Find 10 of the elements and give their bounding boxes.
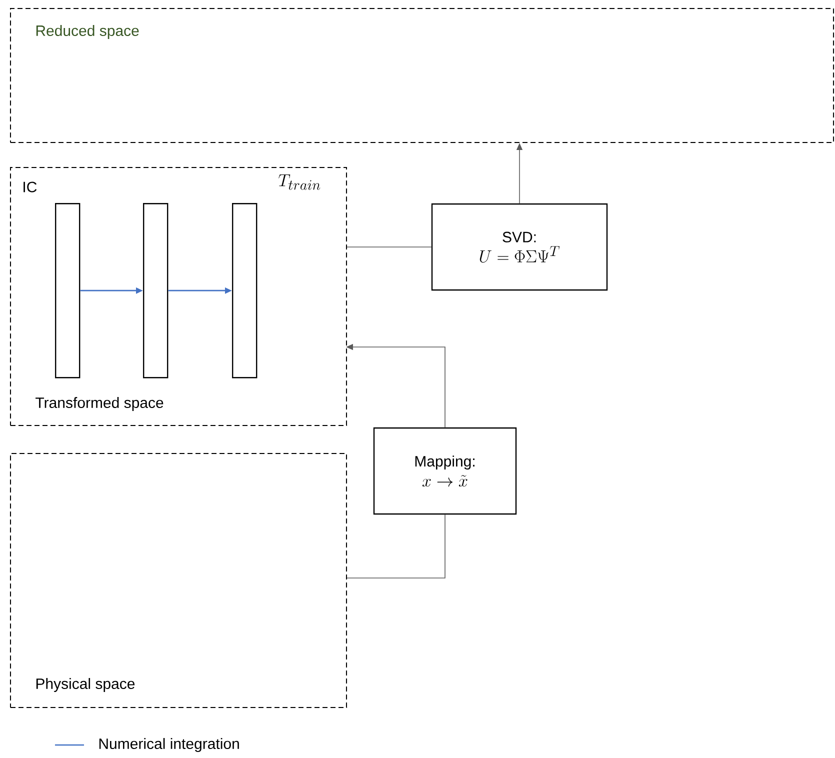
bar-label: $T_{train}$: [278, 174, 320, 190]
space-box: Reduced space: [10, 8, 834, 143]
bar: [55, 203, 80, 378]
bar: [143, 203, 168, 378]
bar-label: IC: [24, 182, 37, 192]
process-box: Mapping: $x \rightarrow \tilde{x}$: [373, 427, 517, 515]
space-box: Physical space: [10, 453, 347, 708]
process-box: SVD: $U = \Phi\Sigma\Psi^{T}$: [431, 203, 608, 291]
legend-text: Numerical integration: [99, 738, 239, 752]
bar: [232, 203, 258, 378]
